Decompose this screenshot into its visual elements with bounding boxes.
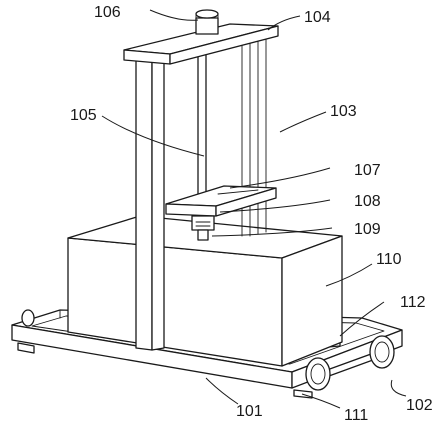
label-105: 105	[70, 107, 97, 124]
top-beam	[123, 23, 279, 65]
label-106: 106	[94, 4, 121, 21]
motor	[195, 9, 219, 35]
label-111: 111	[344, 407, 368, 424]
label-108: 108	[354, 193, 381, 210]
label-104: 104	[304, 9, 331, 26]
label-109: 109	[354, 221, 381, 238]
tool-head	[191, 215, 215, 241]
box-body	[67, 215, 343, 367]
leader-lines	[101, 9, 407, 409]
label-112: 112	[400, 294, 426, 311]
label-107: 107	[354, 162, 381, 179]
moving-plate	[165, 185, 277, 217]
label-102: 102	[406, 397, 433, 414]
label-101: 101	[236, 403, 263, 420]
label-110: 110	[376, 251, 402, 268]
reference-labels: 106 104 103 105 107 108 109 110 112 102 …	[70, 4, 433, 424]
label-103: 103	[330, 103, 357, 120]
vertical-column	[135, 57, 165, 351]
